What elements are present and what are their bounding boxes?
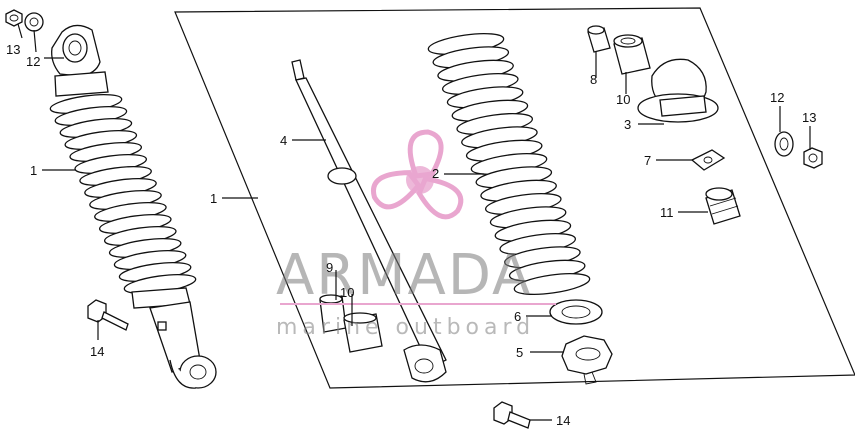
watermark-brand: ARMADA: [276, 243, 532, 308]
lock-plate: [690, 149, 726, 171]
damper-rod: [291, 59, 447, 383]
right-washer: [774, 131, 794, 157]
callout-frame-1: 1: [210, 191, 217, 206]
callout-spring-2: 2: [432, 166, 439, 181]
callout-left-12: 12: [26, 54, 40, 69]
upper-bushing: [587, 25, 611, 53]
callout-left-14: 14: [90, 344, 104, 359]
callout-plate-7: 7: [644, 153, 651, 168]
right-nut: [803, 147, 823, 169]
callout-left-13: 13: [6, 42, 20, 57]
watermark-tagline: marine outboard: [276, 315, 535, 340]
spring-adjuster-seat: [561, 335, 613, 385]
callout-rod-4: 4: [280, 133, 287, 148]
cap-nut: [705, 187, 741, 225]
callout-top-8: 8: [590, 72, 597, 87]
coil-spring: [427, 32, 591, 296]
upper-collar: [613, 34, 651, 75]
bottom-bolt: [493, 401, 531, 429]
assembled-shock-absorber: [49, 24, 217, 389]
callout-seat-6: 6: [514, 309, 521, 324]
callout-bolt-14: 14: [556, 413, 570, 428]
callout-right-12: 12: [770, 90, 784, 105]
exploded-view-frame: [174, 7, 855, 389]
armada-watermark: ARMADA marine outboard: [276, 129, 556, 340]
upper-spring-cap: [637, 58, 719, 123]
callout-right-13: 13: [802, 110, 816, 125]
leader-lines: [17, 23, 811, 421]
callout-left-1: 1: [30, 163, 37, 178]
left-bolt: [87, 299, 129, 331]
propeller-logo: [370, 129, 464, 220]
callout-nut-11: 11: [660, 205, 674, 220]
callout-top-10: 10: [616, 92, 630, 107]
callout-labels: 13 12 1 14 1 4 2 9 10 8 10 3 12 13 7 11 …: [6, 42, 816, 428]
callout-bush-9: 9: [326, 260, 333, 275]
spring-seat-washer: [549, 299, 603, 325]
callout-cap-3: 3: [624, 117, 631, 132]
left-washer: [24, 12, 44, 32]
left-nut: [5, 9, 23, 27]
callout-seat-5: 5: [516, 345, 523, 360]
callout-bush-10: 10: [340, 285, 354, 300]
